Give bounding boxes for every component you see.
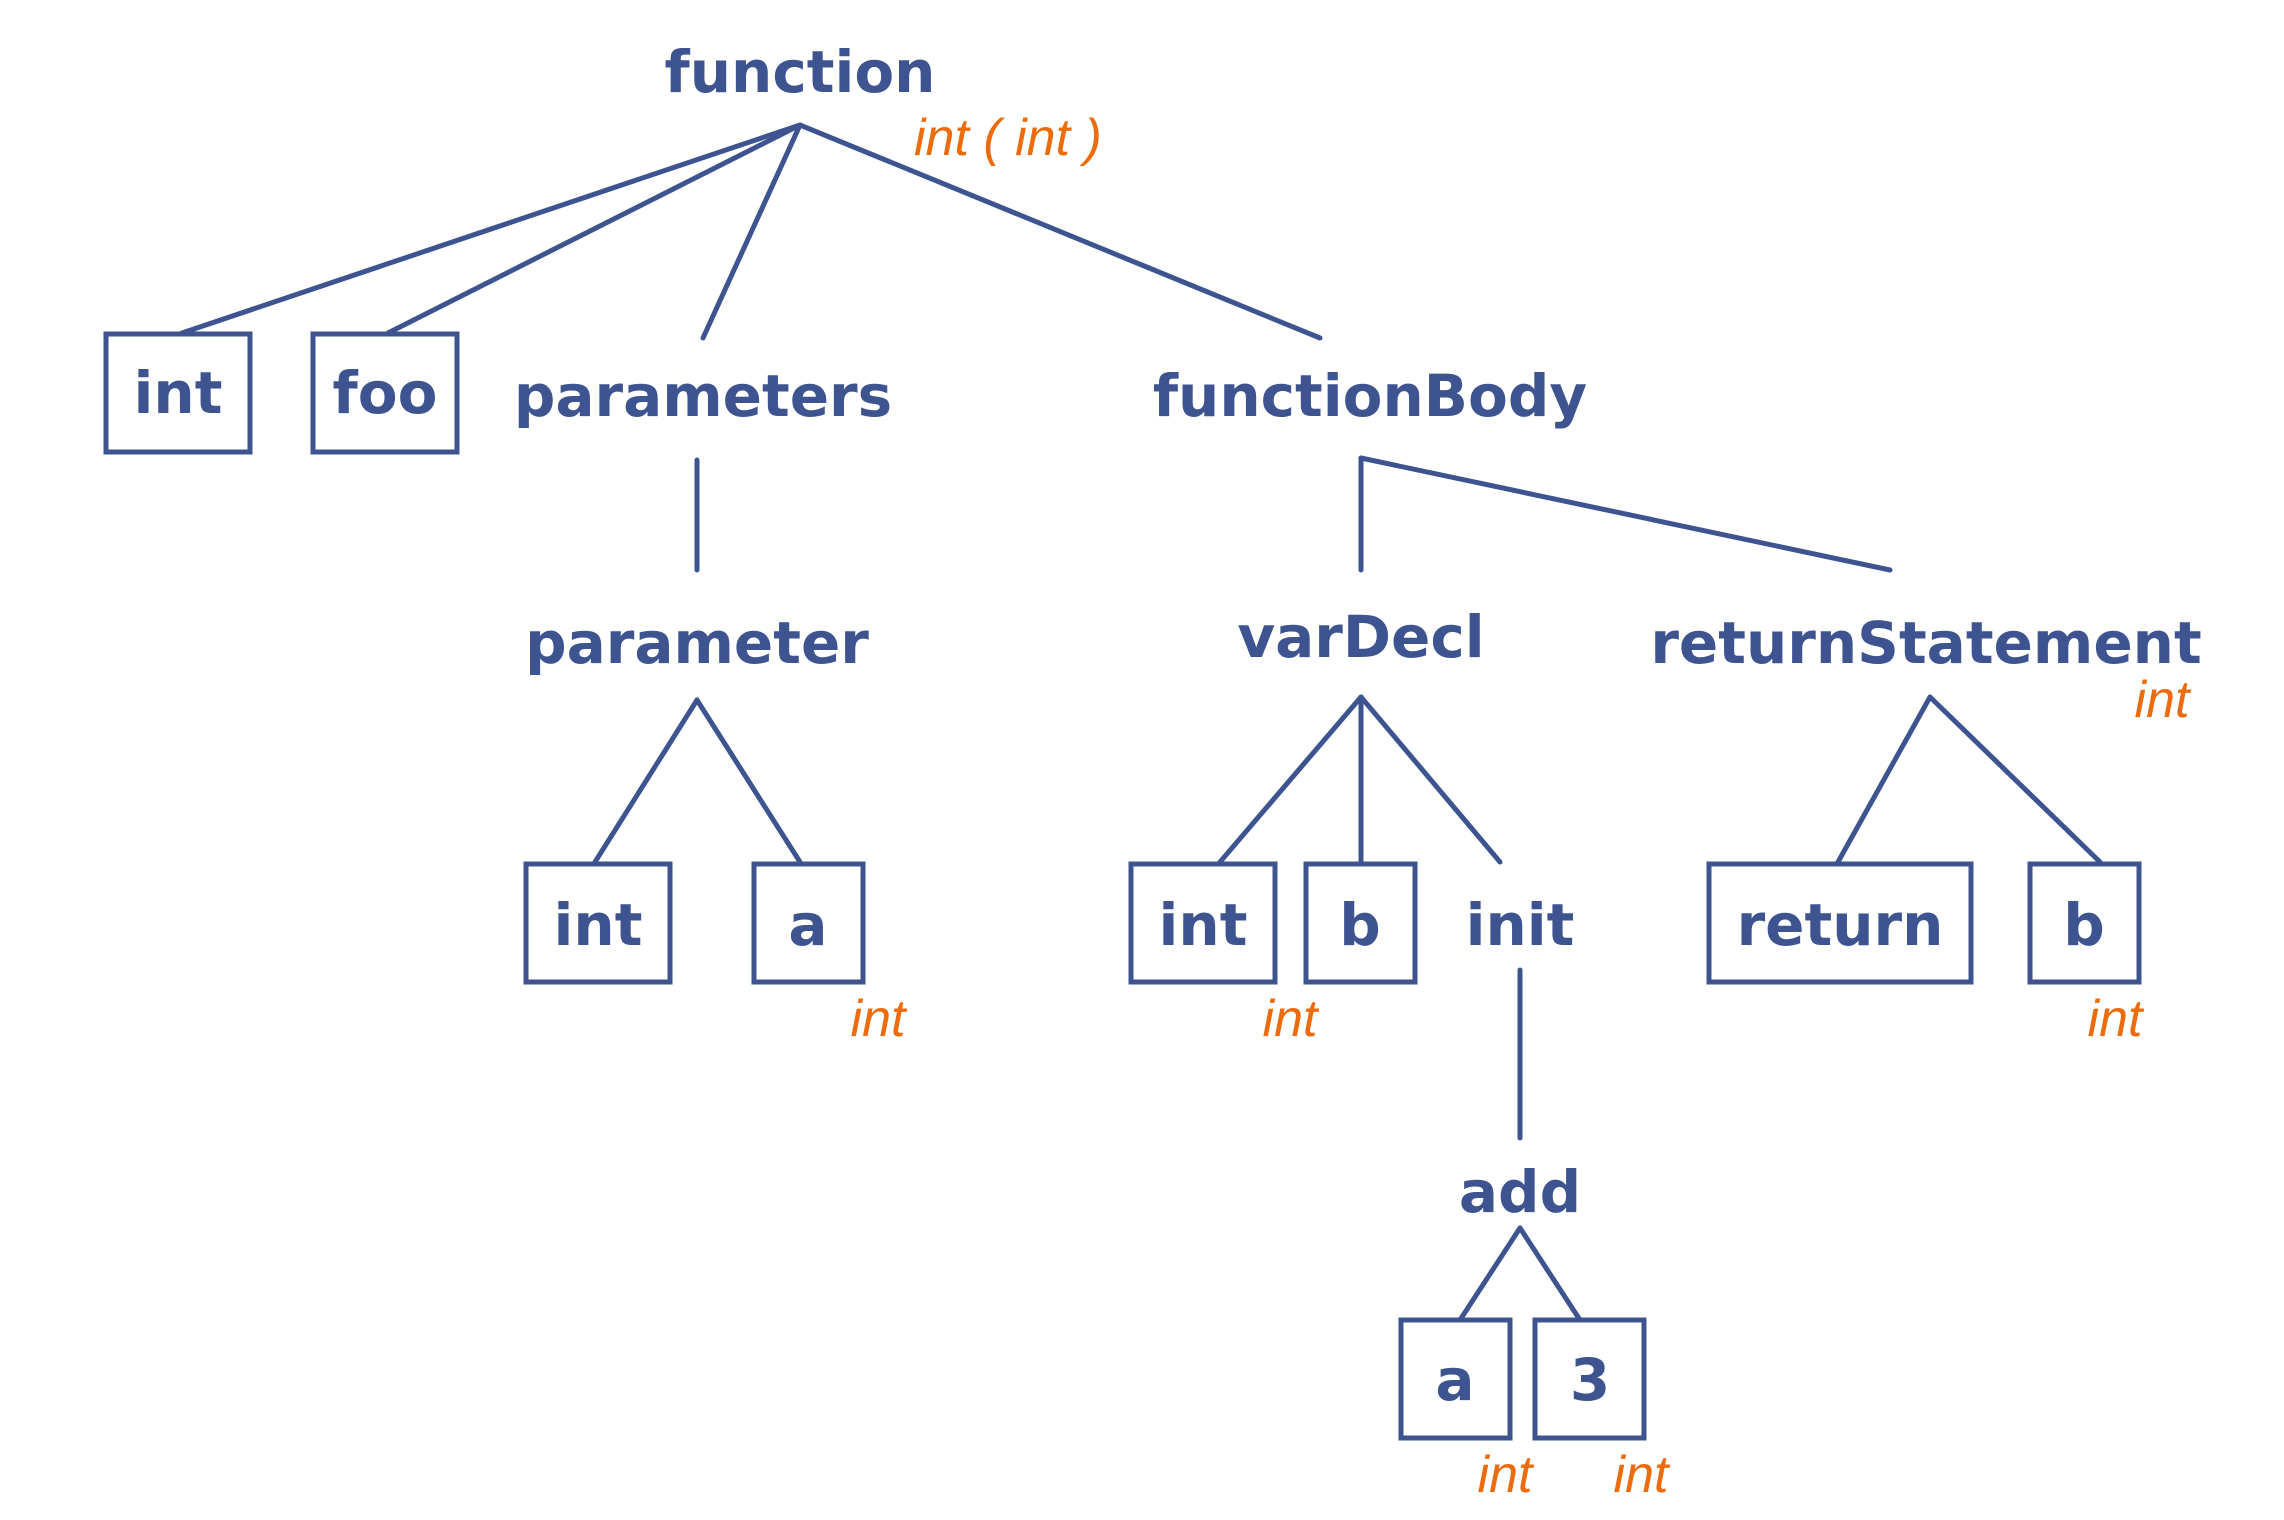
type-add-a: int [1478,1446,1535,1504]
node-var-decl: varDecl [1237,603,1484,671]
box-return [1706,861,1974,985]
edge-add-a [1457,1225,1523,1323]
edge-function-functionbody [797,122,1323,341]
node-parameters: parameters [514,362,892,430]
node-add-a: a [1435,1346,1474,1414]
edge-returnstatement-b [1927,694,2103,865]
box-add-a [1398,1317,1513,1441]
edge-vardecl-init [1358,694,1503,865]
node-add: add [1459,1158,1581,1226]
edge-returnstatement-return [1835,694,1933,865]
node-add-3: 3 [1570,1346,1610,1414]
node-return-keyword: return [1737,891,1944,959]
node-parameter: parameter [525,609,869,677]
node-function: function [665,38,936,106]
node-return-statement: returnStatement [1650,609,2201,677]
type-function: int ( int ) [914,109,1102,167]
type-var-int: int [1263,990,1320,1048]
edge-parameter-int [592,697,700,865]
box-return-b [2027,861,2142,985]
box-param-a [751,861,866,985]
box-param-int [523,861,673,985]
box-add-3 [1532,1317,1647,1441]
node-foo: foo [333,359,438,427]
edge-functionbody-returnstatement [1358,455,1893,573]
node-return-b: b [2063,891,2105,959]
type-return-statement: int [2135,671,2192,729]
edge-function-int [179,122,803,336]
terminal-boxes [103,331,2142,1441]
node-param-a: a [788,891,827,959]
node-var-b: b [1339,891,1381,959]
node-init: init [1466,891,1575,959]
edge-function-parameters [700,122,803,341]
type-return-b: int [2088,990,2145,1048]
edge-parameter-a [694,697,803,865]
node-var-int: int [1159,891,1248,959]
edge-add-3 [1517,1225,1583,1323]
node-param-int: int [554,891,643,959]
edge-function-foo [385,122,803,336]
type-param-a: int [851,990,908,1048]
tree-edges [179,122,2103,1323]
box-int-return-type [103,331,253,455]
box-foo [310,331,460,455]
edge-vardecl-int [1217,694,1364,865]
node-labels: function int foo parameters functionBody… [134,38,2202,1414]
box-var-int [1128,861,1278,985]
node-function-body: functionBody [1153,362,1587,430]
node-int-return-type: int [134,359,223,427]
type-add-3: int [1614,1446,1671,1504]
box-var-b [1303,861,1418,985]
type-annotations: int ( int ) int int int int int int [851,109,2192,1504]
